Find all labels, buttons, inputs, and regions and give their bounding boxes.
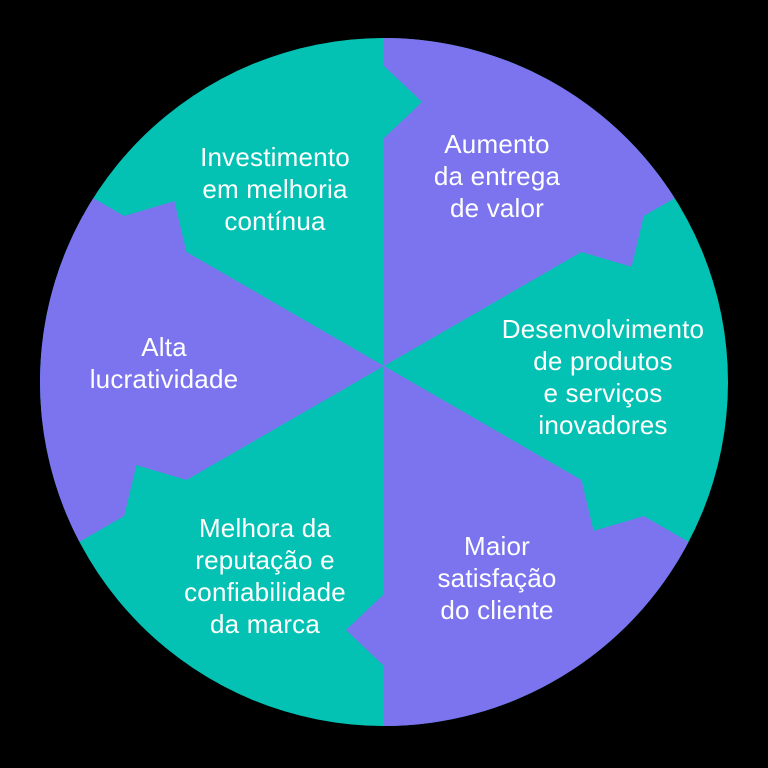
segment-label-investimento: Investimento em melhoria contínua — [200, 142, 350, 236]
segment-shape-alta-lucratividade — [39, 198, 384, 542]
segment-label-desenvolvimento: Desenvolvimento de produtos e serviços i… — [501, 314, 705, 440]
segment-shape-aumento — [384, 38, 675, 366]
segment-label-alta-lucratividade: Alta lucratividade — [89, 332, 239, 394]
segment-shape-maior-satisfacao — [346, 366, 689, 726]
segment-label-maior-satisfacao: Maior satisfação do cliente — [437, 531, 557, 625]
segment-label-melhora-reputacao: Melhora da reputação e confiabilidade da… — [184, 513, 346, 639]
segment-label-aumento: Aumento da entrega de valor — [433, 129, 561, 223]
purple-segments-group — [39, 38, 689, 726]
